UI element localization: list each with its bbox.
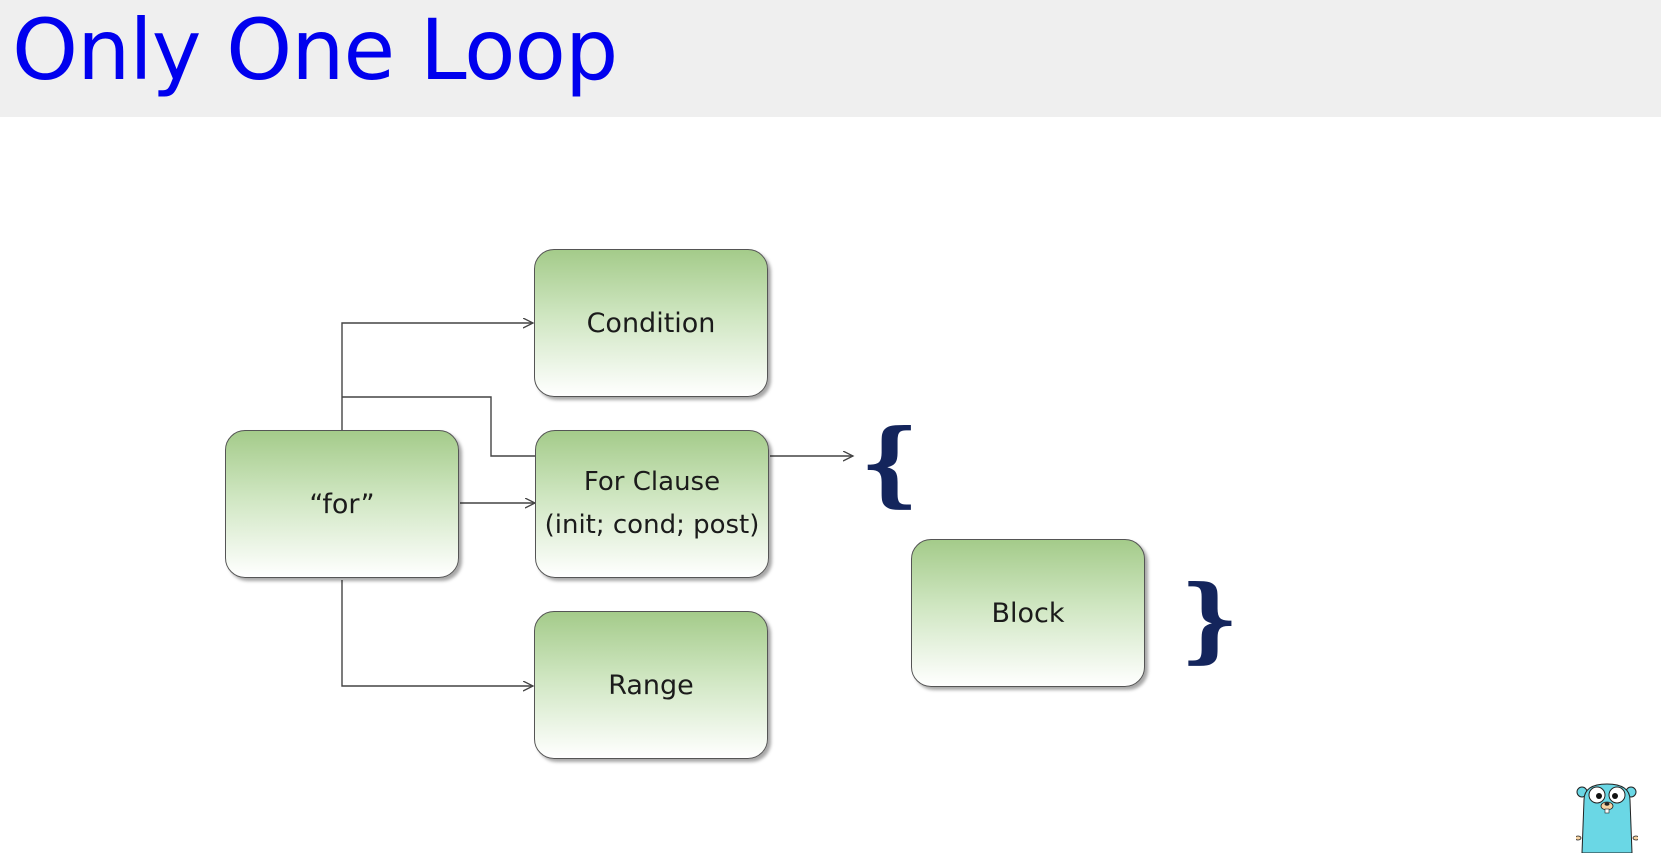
node-for-clause: For Clause (init; cond; post)	[535, 430, 769, 578]
node-for: “for”	[225, 430, 459, 578]
node-block: Block	[911, 539, 1145, 687]
node-block-label: Block	[991, 597, 1065, 629]
gopher-mascot-icon	[1574, 780, 1640, 854]
edge-for-condition	[341, 323, 533, 430]
node-condition: Condition	[534, 249, 768, 397]
edge-for-forclause-top	[342, 396, 535, 457]
edge-for-range	[341, 580, 533, 686]
slide-title: Only One Loop	[12, 1, 618, 99]
title-bar: Only One Loop	[0, 0, 1661, 117]
node-range-label: Range	[608, 669, 694, 701]
close-brace: }	[1180, 565, 1240, 673]
open-brace: {	[860, 409, 920, 517]
node-range: Range	[534, 611, 768, 759]
node-for-clause-label: For Clause (init; cond; post)	[544, 467, 760, 540]
node-for-label: “for”	[309, 488, 375, 520]
node-condition-label: Condition	[586, 307, 716, 339]
